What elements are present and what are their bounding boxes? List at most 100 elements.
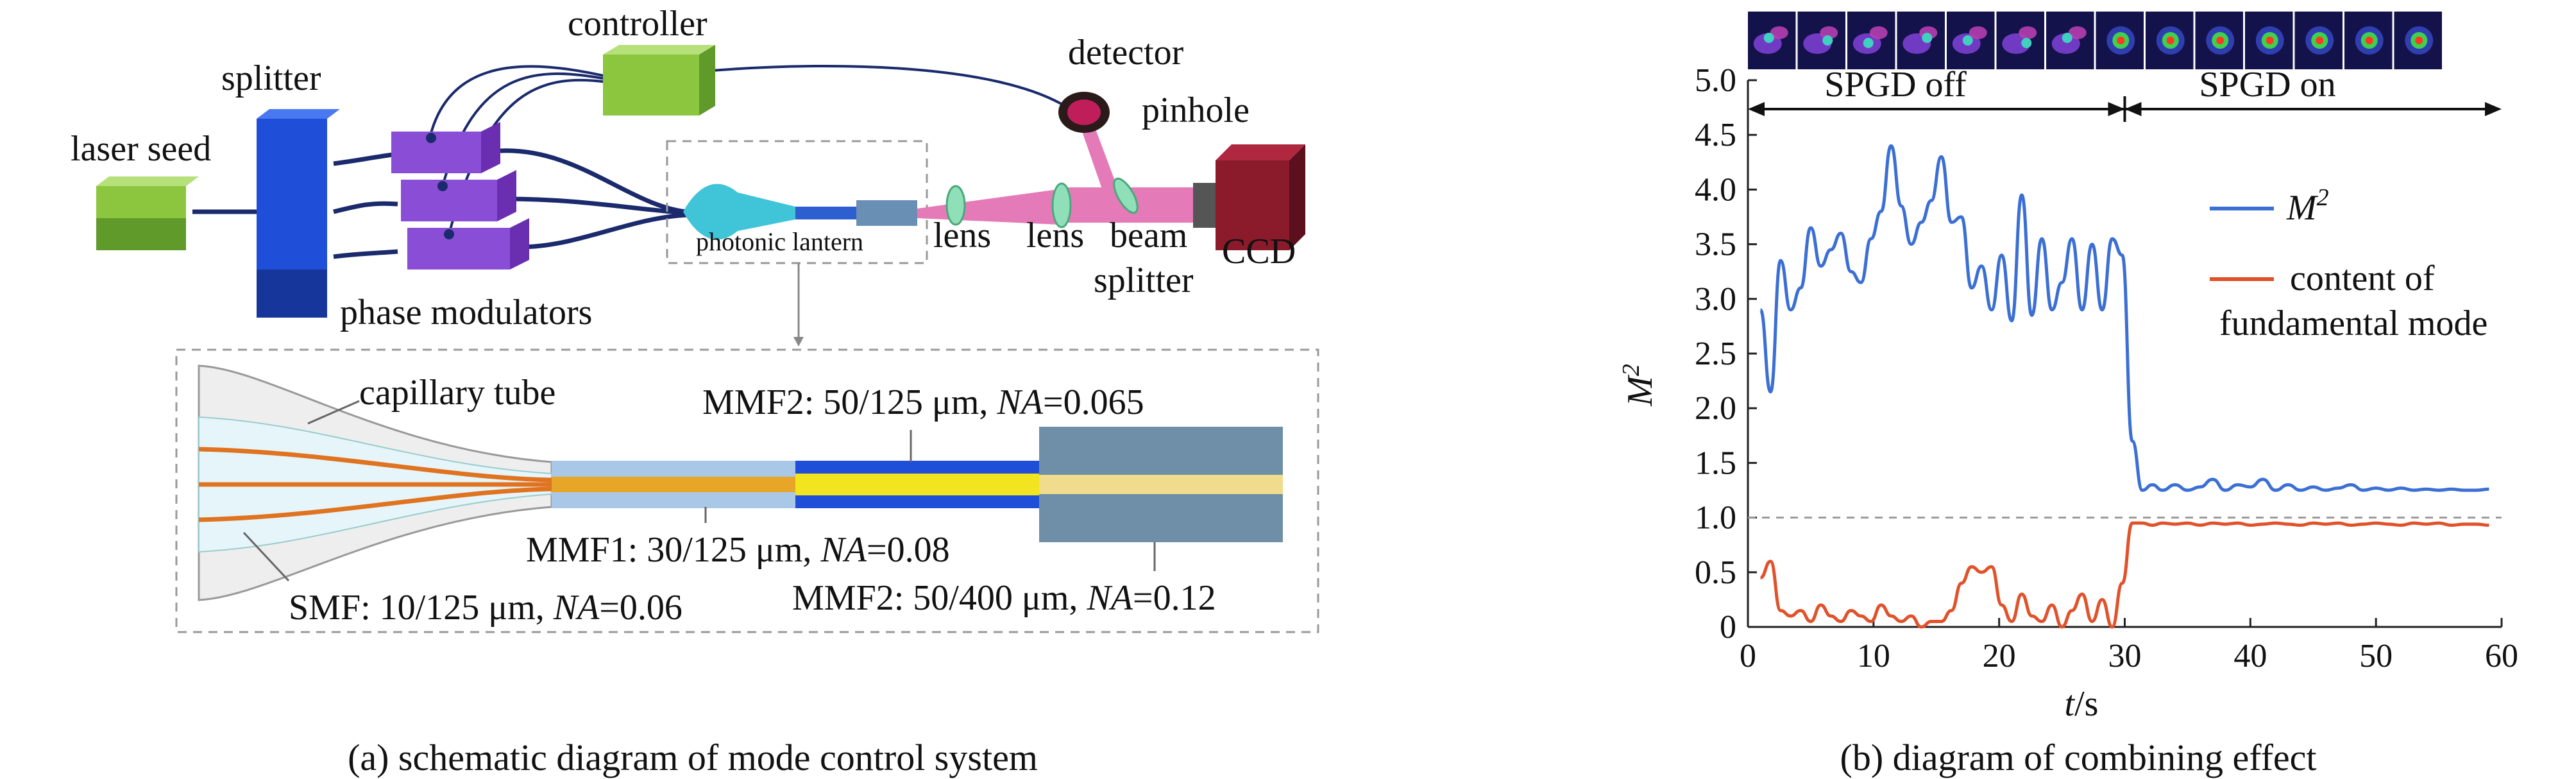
- y-tick-label: 2.0: [1695, 390, 1736, 427]
- lens-2: [1051, 182, 1072, 228]
- series-line-content: [1759, 521, 2489, 629]
- caption-a: (a) schematic diagram of mode control sy…: [348, 737, 1038, 778]
- ccd-label: CCD: [1222, 232, 1296, 271]
- x-axis-label: t/s: [2065, 684, 2099, 724]
- spot-core: [2117, 37, 2125, 44]
- laser-seed-box: [96, 176, 199, 250]
- detector: [1058, 92, 1110, 133]
- inset-fiber-diagram: [198, 364, 1283, 601]
- mmf2-bottom-label: MMF2: 50/400 μm, NA=0.12: [792, 578, 1216, 618]
- pinhole-label: pinhole: [1142, 90, 1250, 130]
- lens-1-label: lens: [933, 216, 991, 255]
- speckle-core: [1763, 33, 1774, 43]
- beam-profile-image: [2344, 12, 2393, 69]
- speckle-blob: [2051, 33, 2080, 54]
- lens-1: [945, 185, 966, 226]
- beam-label: beam: [1110, 216, 1187, 255]
- beam-splitter-label: splitter: [1094, 261, 1194, 300]
- legend-label-content-2: fundamental mode: [2219, 304, 2487, 343]
- legend-label-content-1: content of: [2290, 259, 2435, 298]
- speckle-blob: [1770, 26, 1788, 39]
- spgd-off-label: SPGD off: [1824, 65, 1967, 105]
- x-tick-label: 20: [1983, 638, 2016, 674]
- beam-profile-image: [2096, 12, 2144, 69]
- phase-modulators: [391, 122, 529, 270]
- spot-core: [2166, 37, 2174, 44]
- smf-label: SMF: 10/125 μm, NA=0.06: [289, 588, 682, 628]
- beam-profile-image: [2394, 12, 2442, 69]
- beam-profile-image: [2195, 12, 2243, 69]
- spgd-arrowhead: [2124, 102, 2142, 116]
- spgd-arrowhead: [1748, 102, 1765, 116]
- y-axis-label: M2: [1618, 364, 1660, 407]
- beam-profile-image: [2245, 12, 2293, 69]
- x-tick-label: 60: [2485, 638, 2518, 674]
- spot-core: [2316, 37, 2324, 44]
- spgd-arrows: [1748, 96, 2502, 122]
- spot-core: [2216, 37, 2224, 44]
- mmf1-label: MMF1: 30/125 μm, NA=0.08: [526, 530, 950, 570]
- x-tick-label: 40: [2233, 638, 2267, 674]
- speckle-core: [1922, 33, 1933, 43]
- y-tick-label: 0.5: [1695, 554, 1736, 591]
- photonic-lantern: [683, 184, 917, 240]
- series-line-m2: [1759, 144, 2489, 492]
- beam-profile-image: [1847, 12, 1895, 69]
- spot-core: [2266, 37, 2274, 44]
- speckle-blob: [1869, 26, 1888, 39]
- speckle-blob: [1753, 33, 1782, 54]
- laser-seed-label: laser seed: [71, 129, 211, 169]
- ccd-camera: [1193, 144, 1305, 250]
- legend-label-m2: M2: [2286, 184, 2329, 228]
- controller-label: controller: [568, 4, 708, 44]
- spgd-on-label: SPGD on: [2199, 65, 2335, 105]
- controller-box: [603, 45, 715, 116]
- y-tick-label: 2.5: [1695, 336, 1736, 372]
- speckle-core: [1962, 35, 1973, 46]
- splitter-block: [257, 109, 340, 318]
- beam-profile-image: [2294, 12, 2343, 69]
- speckle-blob: [2019, 26, 2037, 39]
- capillary-tube-label: capillary tube: [359, 373, 555, 413]
- speckle-core: [1863, 38, 1874, 48]
- legend: M2 content of fundamental mode: [2210, 184, 2487, 343]
- beam-profile-image: [1797, 12, 1845, 69]
- x-tick-label: 30: [2108, 638, 2142, 674]
- caption-b: (b) diagram of combining effect: [1840, 737, 2317, 778]
- spgd-arrowhead: [2485, 102, 2502, 116]
- spot-core: [2365, 37, 2373, 44]
- phase-modulators-label: phase modulators: [340, 293, 592, 332]
- y-tick-label: 3.5: [1695, 227, 1736, 263]
- y-tick-label: 0: [1720, 609, 1736, 646]
- x-tick-label: 10: [1857, 638, 1890, 674]
- splitter-label: splitter: [221, 58, 321, 98]
- beam-profile-strip: [1748, 12, 2442, 69]
- x-tick-label: 50: [2359, 638, 2393, 674]
- speckle-blob: [2002, 33, 2031, 54]
- spot-core: [2415, 37, 2423, 44]
- speckle-core: [2062, 33, 2072, 43]
- y-tick-label: 1.0: [1695, 500, 1736, 536]
- panel-a-schematic: laser seed splitter phase modulators: [71, 4, 1319, 778]
- y-tick-label: 4.5: [1695, 117, 1736, 153]
- beam-profile-image: [1897, 12, 1945, 69]
- chart-series: [1759, 144, 2489, 629]
- speckle-blob: [1969, 26, 1987, 39]
- y-tick-label: 4.0: [1695, 171, 1736, 208]
- beam-splitter-element: [1113, 177, 1139, 214]
- lens-elements: [945, 177, 1139, 228]
- y-tick-label: 3.0: [1695, 281, 1736, 318]
- photonic-lantern-label: photonic lantern: [696, 227, 863, 256]
- lens-2-label: lens: [1026, 216, 1084, 255]
- panel-b-chart: SPGD off SPGD on 0 0.5 1.0 1.5 2.0 2.5 3.0 3.5 4…: [1618, 12, 2518, 778]
- speckle-core: [1822, 35, 1833, 46]
- y-tick-label: 1.5: [1695, 445, 1736, 481]
- mmf2-top-label: MMF2: 50/125 μm, NA=0.065: [702, 382, 1144, 422]
- detector-label: detector: [1068, 33, 1184, 73]
- inset-dashed-box: [175, 348, 1319, 633]
- lantern-dashed-box: [666, 140, 928, 264]
- fiber-lines: [192, 64, 1066, 259]
- speckle-blob: [2068, 26, 2087, 39]
